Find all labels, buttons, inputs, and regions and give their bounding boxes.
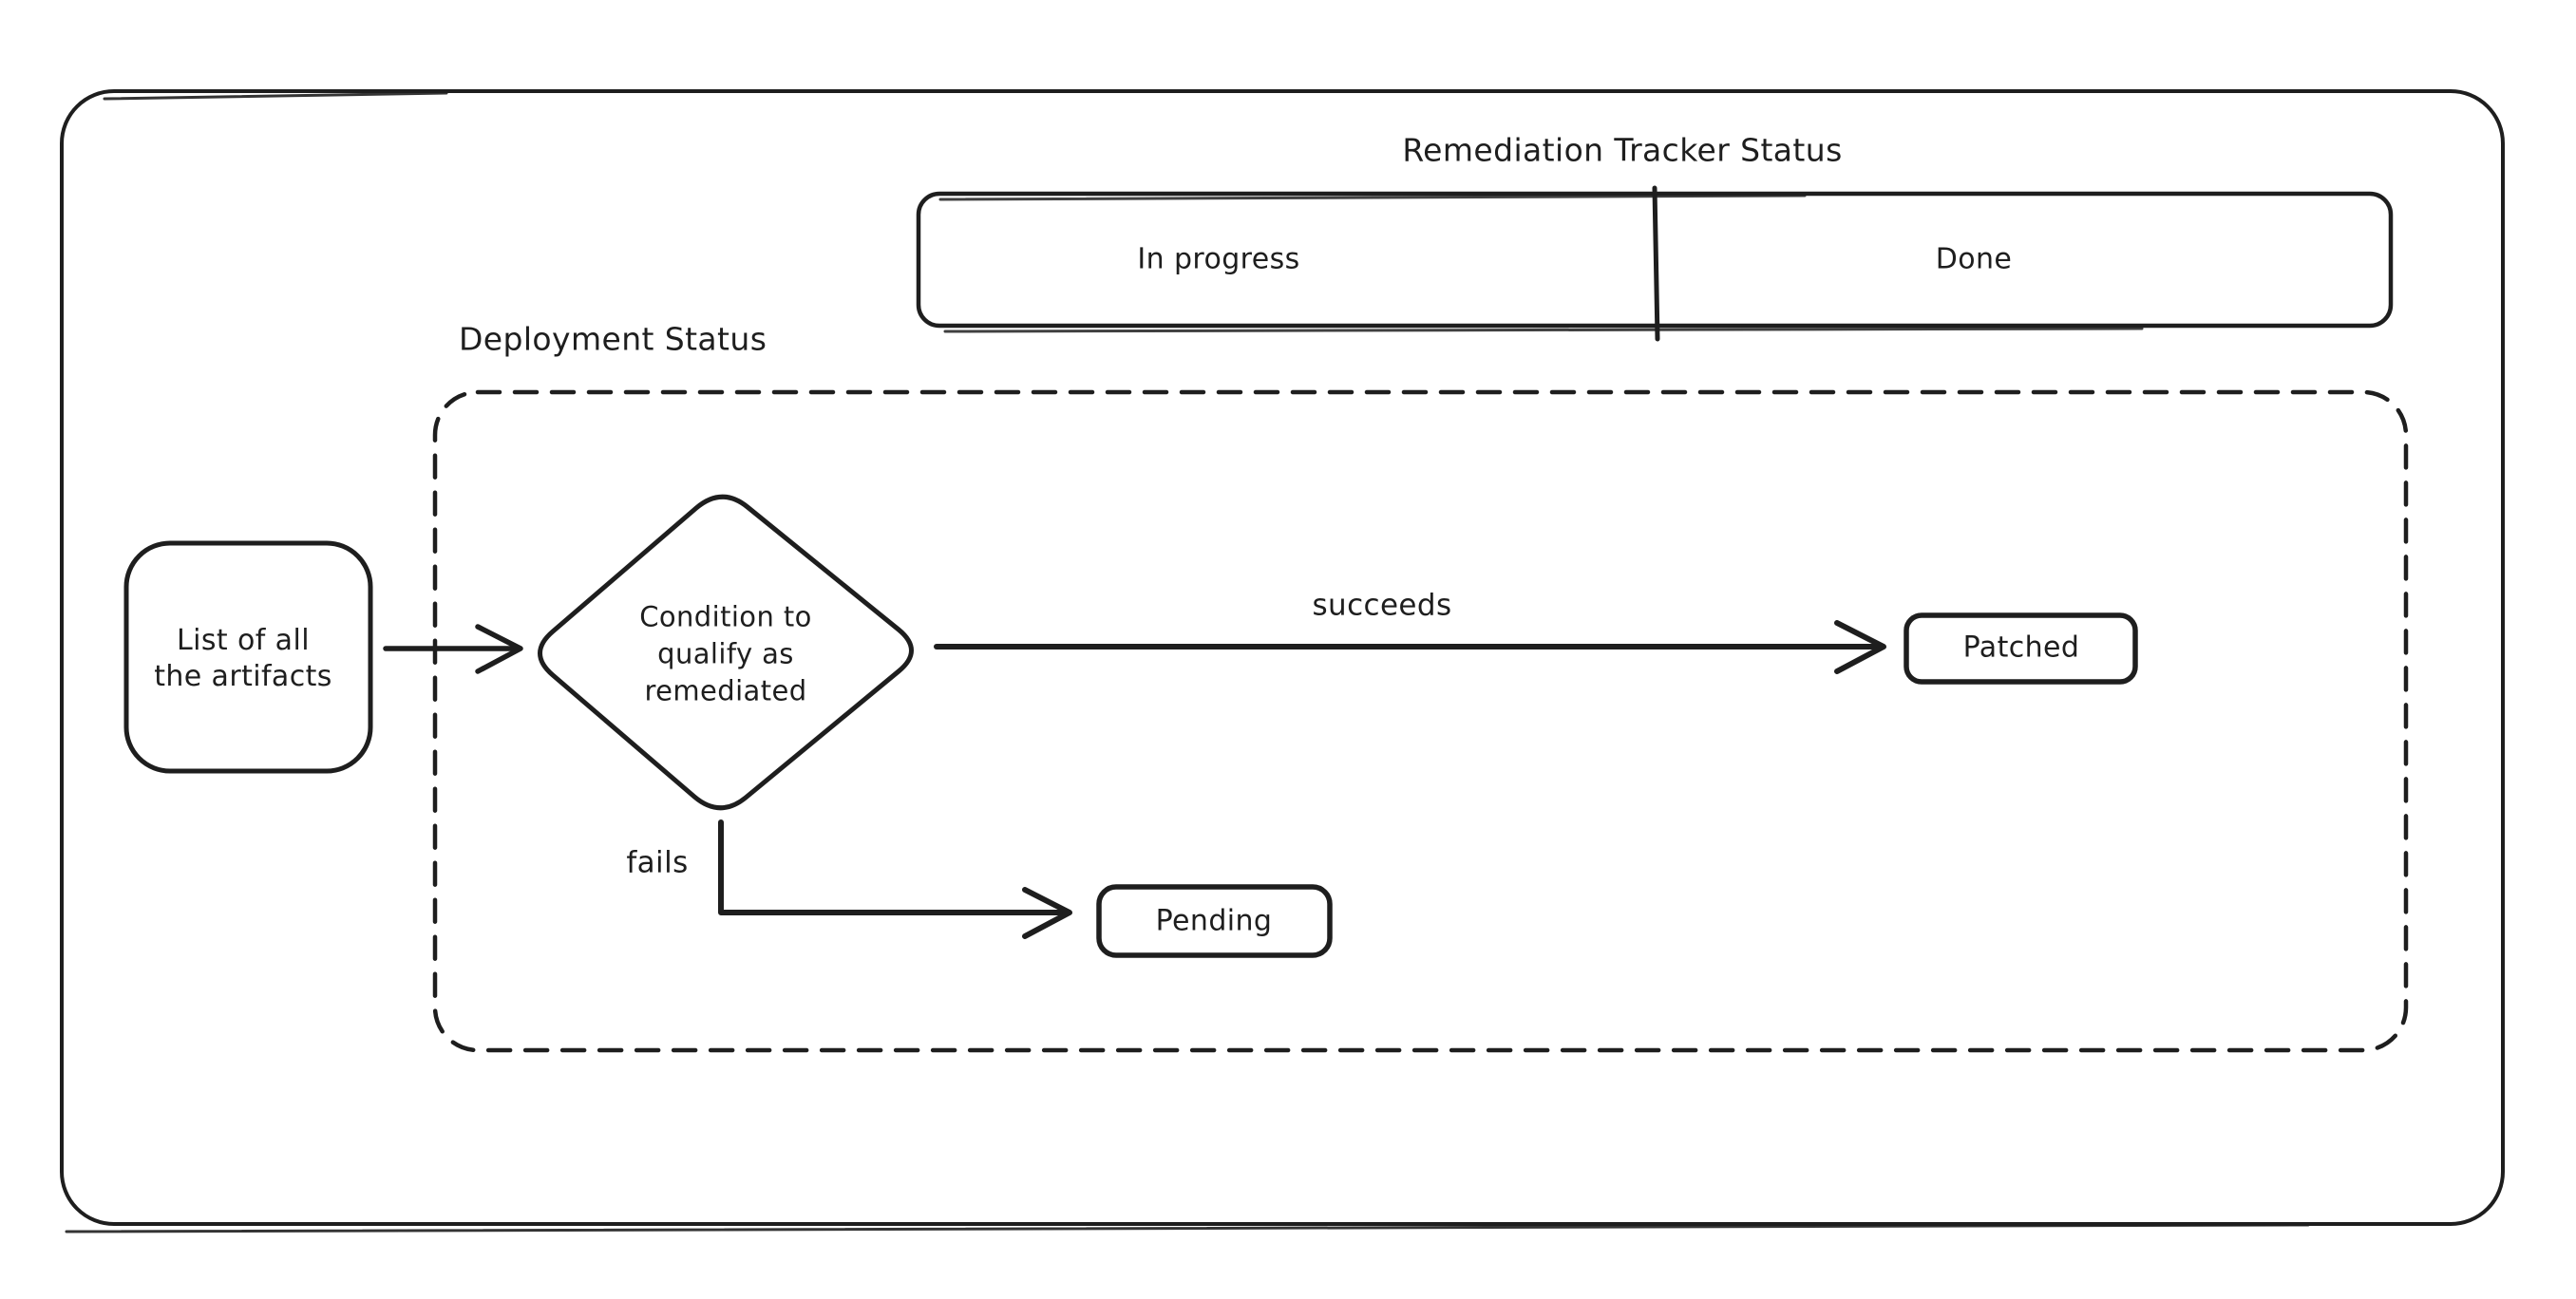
fails-arrow-shaft	[718, 819, 1071, 915]
artifacts-node-label: List of all the artifacts	[154, 624, 332, 693]
tracker-cell-in-progress-label: In progress	[1137, 242, 1300, 276]
outer-frame-sketch-stroke-bottom	[65, 1223, 2310, 1233]
fails-arrowhead	[1022, 887, 1072, 939]
tracker-bar-sketch-stroke-bottom	[943, 327, 2144, 333]
succeeds-arrowhead	[1834, 620, 1886, 674]
artifacts-node-shape	[123, 540, 373, 774]
deployment-region	[432, 389, 2409, 1053]
condition-node-label: Condition to qualify as remediated	[639, 600, 812, 707]
patched-node-shape	[1904, 612, 2138, 685]
patched-node-label: Patched	[1962, 631, 2080, 665]
artifacts-to-condition-arrowhead	[475, 624, 523, 674]
deployment-region-label: Deployment Status	[459, 320, 767, 358]
condition-diamond-shape	[538, 494, 914, 811]
outer-frame	[60, 89, 2505, 1226]
tracker-bar-divider	[1652, 185, 1660, 342]
tracker-bar-sketch-stroke-top	[938, 194, 1807, 201]
pending-node-label: Pending	[1155, 904, 1273, 938]
succeeds-edge-label: succeeds	[1312, 588, 1452, 623]
fails-edge-label: fails	[626, 845, 689, 880]
tracker-cell-done-label: Done	[1935, 242, 2013, 276]
pending-node-shape	[1096, 884, 1333, 958]
outer-frame-sketch-stroke-top	[103, 91, 448, 101]
diagram-title: Remediation Tracker Status	[1402, 131, 1843, 169]
